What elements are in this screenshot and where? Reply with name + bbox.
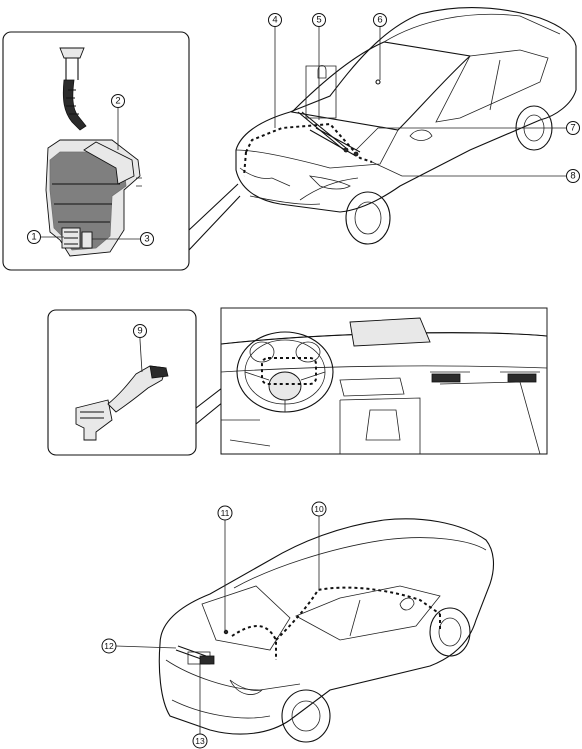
svg-text:11: 11 — [221, 508, 230, 518]
wiper-switch-inset — [47, 309, 197, 456]
rain-sensor-panel — [305, 65, 337, 119]
rear-window — [201, 585, 291, 651]
callout-1: 1 — [27, 230, 41, 244]
rear-wiper — [175, 645, 207, 661]
front-wheel — [345, 191, 391, 245]
rear-wiper-motor — [199, 655, 215, 665]
dashboard-photo — [220, 307, 548, 455]
filler-cap — [59, 47, 85, 59]
inset-frame-1 — [2, 31, 190, 271]
display-screen — [349, 317, 431, 347]
callout-5: 5 — [312, 13, 326, 27]
callout-6: 6 — [373, 13, 387, 27]
svg-text:8: 8 — [570, 171, 575, 182]
filler-hose — [62, 79, 87, 131]
callout-2: 2 — [111, 94, 125, 108]
svg-text:5: 5 — [316, 15, 321, 26]
car-body-front — [235, 7, 577, 213]
rear-washer-hose-path — [231, 586, 441, 660]
svg-text:12: 12 — [104, 641, 114, 651]
leaders-3 — [115, 516, 320, 735]
svg-text:4: 4 — [272, 15, 277, 26]
svg-text:10: 10 — [314, 504, 324, 514]
washer-tank-inset — [2, 31, 190, 271]
svg-text:3: 3 — [144, 234, 149, 245]
svg-text:1: 1 — [31, 232, 36, 243]
callout-markers: 1 2 3 4 5 6 7 8 9 10 11 12 13 — [27, 13, 580, 749]
svg-text:2: 2 — [115, 96, 120, 107]
inset-frame-2 — [47, 309, 197, 456]
rear-wheel-right — [429, 607, 471, 657]
callout-10: 10 — [311, 501, 327, 517]
svg-text:13: 13 — [195, 736, 205, 746]
svg-text:7: 7 — [570, 123, 575, 134]
svg-text:6: 6 — [377, 15, 382, 26]
callout-12: 12 — [101, 638, 117, 654]
callout-4: 4 — [268, 13, 282, 27]
rear-car — [158, 518, 495, 743]
callout-11: 11 — [217, 505, 233, 521]
callout-13: 13 — [192, 733, 208, 749]
callout-7: 7 — [566, 121, 580, 135]
leaders-1 — [41, 27, 566, 240]
front-car — [235, 7, 577, 245]
switch-location-highlight — [261, 357, 317, 385]
car-body-rear — [158, 518, 495, 735]
callout-9: 9 — [133, 324, 147, 338]
rain-sensor — [375, 79, 381, 85]
washer-hose-path — [245, 122, 373, 163]
rear-wheel-left — [281, 689, 331, 743]
callout-8: 8 — [566, 169, 580, 183]
callout-3: 3 — [140, 232, 154, 246]
svg-text:9: 9 — [137, 326, 142, 337]
switch-body — [75, 399, 113, 441]
inset-leader-1 — [188, 183, 241, 251]
